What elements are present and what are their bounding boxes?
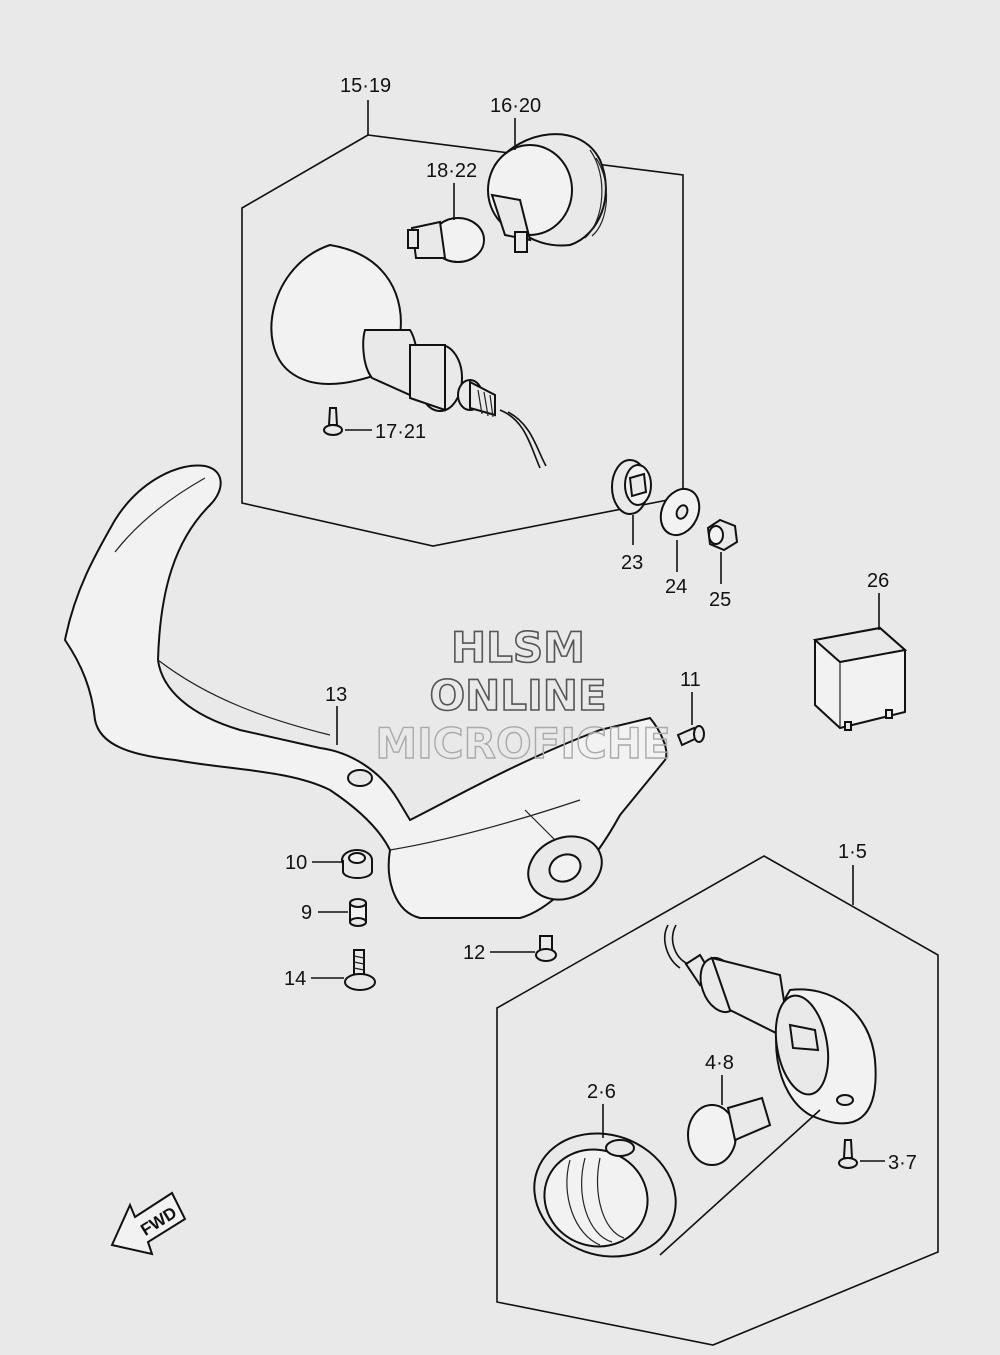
forward-arrow-icon: FWD <box>110 1191 187 1256</box>
label-15-19: 15·19 <box>340 75 391 97</box>
label-17-21: 17·21 <box>375 421 426 443</box>
label-14: 14 <box>284 968 306 990</box>
watermark-line3: MICROFICHE <box>375 719 670 768</box>
bracket-13 <box>63 464 668 919</box>
label-23: 23 <box>621 552 643 574</box>
lens-2-6 <box>533 1132 677 1258</box>
label-25: 25 <box>709 589 731 611</box>
label-26: 26 <box>867 570 889 592</box>
rear-turn-signal-assembly <box>270 243 547 469</box>
nut-25 <box>706 518 739 552</box>
screw-3-7 <box>838 1139 858 1169</box>
watermark-line2: ONLINE <box>429 671 606 720</box>
watermark-line1: HLSM <box>451 623 585 672</box>
screw-11 <box>676 725 705 747</box>
upper-group-hexagon <box>241 134 684 547</box>
bolt-14 <box>344 949 376 991</box>
grommet-10 <box>341 849 373 879</box>
label-9: 9 <box>301 902 312 924</box>
front-turn-signal-assembly <box>659 924 877 1256</box>
bolt-12 <box>535 935 557 962</box>
screw-17-21 <box>323 407 343 436</box>
label-13: 13 <box>325 684 347 706</box>
label-16-20: 16·20 <box>490 95 541 117</box>
collar-9 <box>349 898 367 927</box>
label-12: 12 <box>463 942 485 964</box>
label-10: 10 <box>285 852 307 874</box>
label-4-8: 4·8 <box>705 1052 734 1074</box>
lens-16-20 <box>487 133 607 253</box>
bulb-18-22 <box>407 217 485 263</box>
relay-26 <box>812 626 908 731</box>
label-1-5: 1·5 <box>838 841 867 863</box>
label-2-6: 2·6 <box>587 1081 616 1103</box>
lower-group-hexagon <box>496 855 939 1346</box>
bulb-4-8 <box>687 1096 772 1166</box>
label-24: 24 <box>665 576 687 598</box>
label-11: 11 <box>680 669 701 691</box>
washer-24 <box>659 487 701 537</box>
bushing-23 <box>611 459 652 515</box>
label-18-22: 18·22 <box>426 160 477 182</box>
label-3-7: 3·7 <box>888 1152 917 1174</box>
